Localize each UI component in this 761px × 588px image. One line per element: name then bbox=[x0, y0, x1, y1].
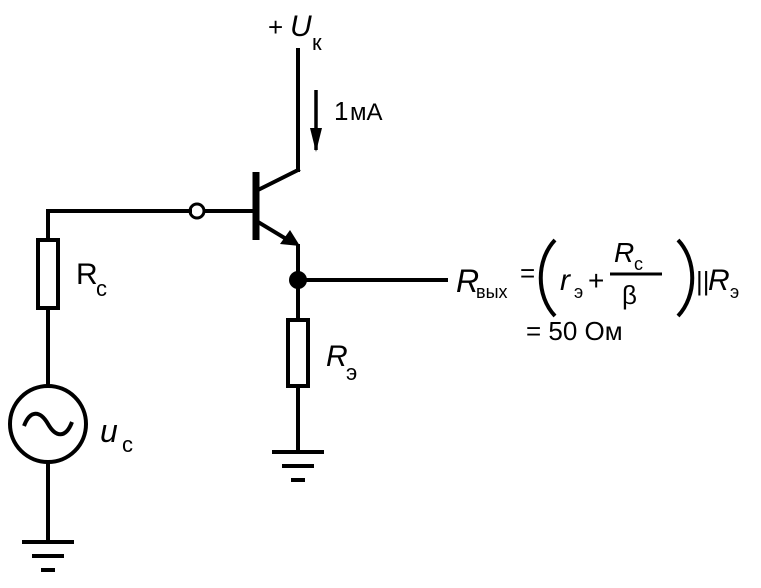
supply-sign: + bbox=[268, 12, 283, 42]
rc-subscript: с bbox=[96, 276, 107, 301]
sine-wave-icon bbox=[22, 411, 74, 437]
formula-rhs-symbol: R bbox=[708, 264, 730, 297]
formula-re-symbol: r bbox=[560, 264, 571, 297]
current-arrow-head bbox=[310, 128, 322, 152]
supply-symbol: U bbox=[290, 10, 312, 43]
current-unit: мА bbox=[350, 99, 383, 126]
formula-result: = 50 Ом bbox=[526, 316, 623, 346]
source-resistor bbox=[36, 238, 60, 310]
formula-plus: + bbox=[588, 265, 604, 296]
formula-num-symbol: R bbox=[614, 237, 634, 268]
formula-lhs-subscript: вых bbox=[476, 282, 508, 302]
close-paren bbox=[676, 238, 695, 318]
uc-symbol: u bbox=[100, 413, 118, 449]
transistor-emitter bbox=[255, 219, 291, 243]
rc-symbol: R bbox=[76, 258, 98, 291]
re-symbol: R bbox=[326, 340, 348, 373]
re-subscript: э bbox=[346, 360, 357, 385]
uc-subscript: с bbox=[122, 432, 133, 457]
formula-parallel: || bbox=[696, 266, 710, 296]
current-value: 1 bbox=[334, 96, 348, 126]
formula-equals: = bbox=[520, 258, 535, 288]
formula-re-subscript: э bbox=[574, 282, 583, 302]
open-paren bbox=[538, 238, 557, 318]
base-terminal bbox=[188, 202, 206, 220]
formula-lhs-symbol: R bbox=[456, 263, 479, 299]
emitter-resistor bbox=[286, 318, 310, 388]
supply-subscript: к bbox=[312, 30, 322, 55]
formula-num-subscript: с bbox=[634, 254, 643, 274]
formula-denominator: β bbox=[622, 280, 637, 310]
transistor-collector bbox=[255, 167, 301, 193]
emitter-arrow bbox=[280, 230, 300, 246]
formula-rhs-subscript: э bbox=[730, 282, 739, 302]
